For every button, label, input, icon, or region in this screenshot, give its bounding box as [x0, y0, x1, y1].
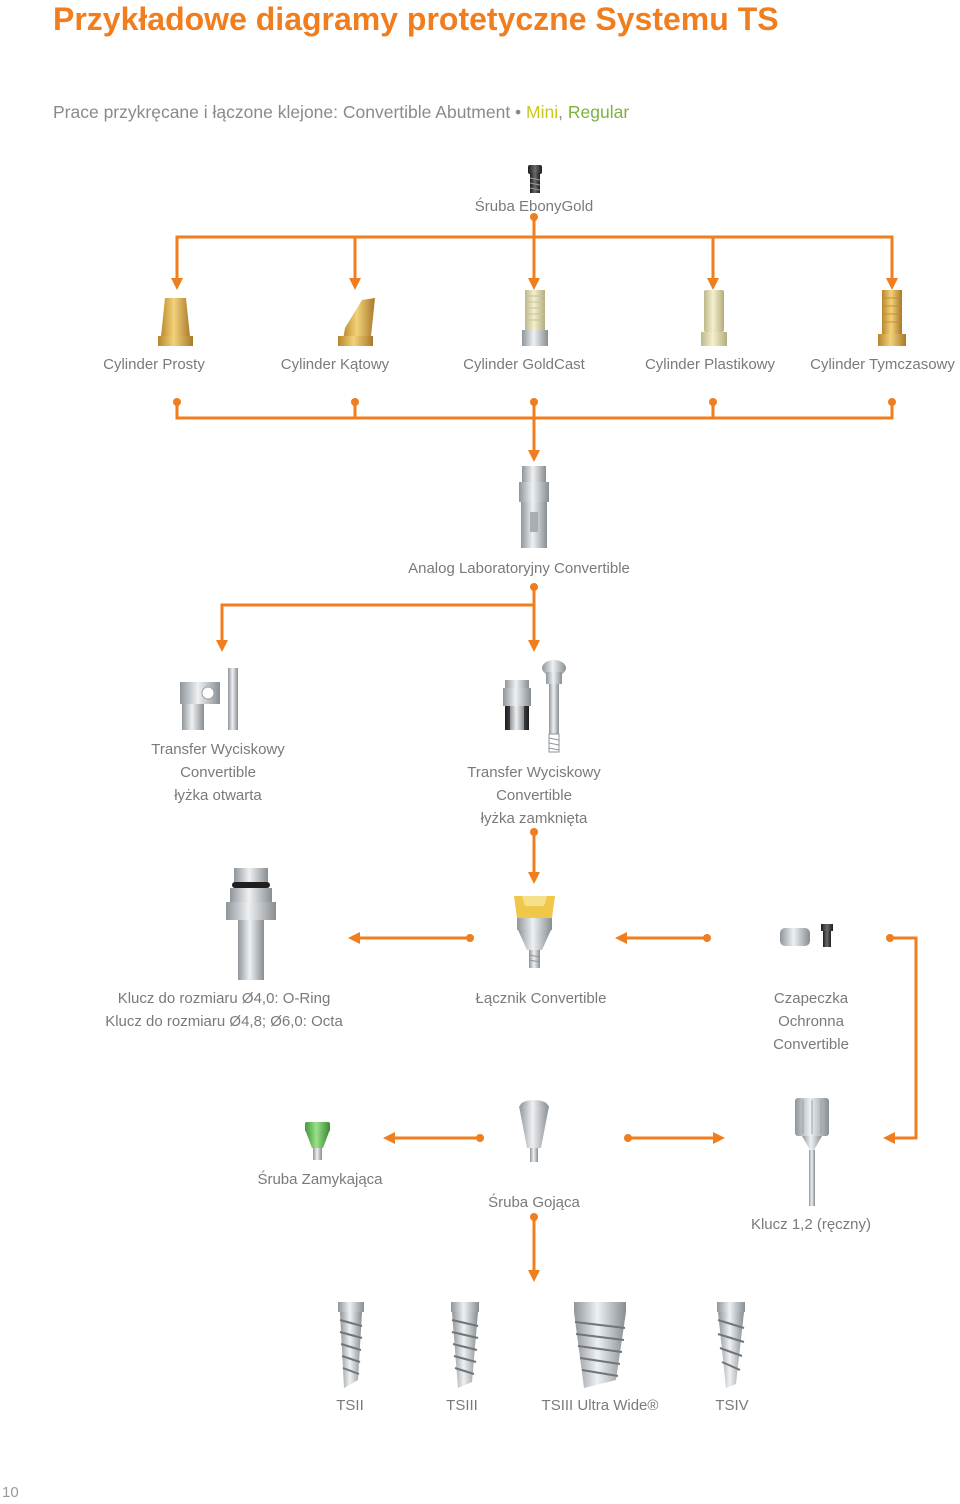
label-cylinder-goldcast: Cylinder GoldCast: [463, 356, 585, 373]
label-transfer-closed: Transfer Wyciskowy Convertible łyżka zam…: [454, 761, 614, 830]
cylinder-temporary-image: [878, 290, 906, 346]
convertible-connector-image: [514, 896, 555, 968]
connector-arrows: [171, 278, 898, 1282]
label-transfer-open-line2: Convertible: [180, 764, 256, 781]
label-transfer-open-line3: łyżka otwarta: [174, 787, 262, 804]
cover-screw-image: [305, 1122, 330, 1160]
label-size-key-line2: Klucz do rozmiaru Ø4,8; Ø6,0: Octa: [105, 1013, 343, 1030]
implant-tsiii-ultra-wide-image: [574, 1302, 626, 1388]
transfer-open-image: [180, 668, 238, 730]
label-lab-analog: Analog Laboratoryjny Convertible: [408, 560, 630, 577]
cylinder-angled-image: [338, 298, 375, 346]
page-title: Przykładowe diagramy protetyczne Systemu…: [53, 1, 779, 37]
subtitle-regular: Regular: [567, 102, 630, 122]
label-protective-cap-line3: Convertible: [773, 1036, 849, 1053]
label-transfer-closed-line3: łyżka zamknięta: [480, 810, 588, 827]
label-protective-cap: Czapeczka Ochronna Convertible: [736, 987, 886, 1056]
label-size-key: Klucz do rozmiaru Ø4,0: O-Ring Klucz do …: [84, 987, 364, 1033]
transfer-closed-image: [503, 660, 566, 753]
label-size-key-line1: Klucz do rozmiaru Ø4,0: O-Ring: [117, 990, 331, 1007]
label-convertible-connector: Łącznik Convertible: [475, 990, 607, 1007]
label-protective-cap-line2: Ochronna: [778, 1013, 844, 1030]
cylinder-plastic-image: [701, 290, 727, 346]
connector-lines: [175, 215, 918, 1274]
ebonygold-screw-image: [528, 165, 542, 193]
subtitle-bullet: •: [510, 102, 527, 122]
label-implant-tsiv: TSIV: [715, 1397, 749, 1414]
implant-tsiv-image: [717, 1302, 745, 1388]
label-cylinder-temporary: Cylinder Tymczasowy: [810, 356, 955, 373]
label-cover-screw: Śruba Zamykająca: [257, 1171, 383, 1188]
label-hand-key: Klucz 1,2 (ręczny): [750, 1216, 872, 1233]
hand-key-image: [795, 1098, 829, 1206]
label-protective-cap-line1: Czapeczka: [773, 990, 849, 1007]
page-subtitle: Prace przykręcane i łączone klejone: Con…: [53, 102, 629, 123]
label-cylinder-straight: Cylinder Prosty: [103, 356, 205, 373]
page-number: 10: [2, 1484, 19, 1501]
implant-tsiii-image: [451, 1302, 479, 1388]
connector-dots: [173, 213, 896, 1221]
cylinder-straight-image: [158, 298, 193, 346]
cylinder-goldcast-image: [522, 290, 548, 346]
label-transfer-closed-line2: Convertible: [496, 787, 572, 804]
label-cylinder-plastic: Cylinder Plastikowy: [644, 356, 776, 373]
label-implant-tsiii: TSIII: [446, 1397, 478, 1414]
healing-screw-image: [519, 1100, 549, 1162]
label-transfer-open-line1: Transfer Wyciskowy: [151, 741, 285, 758]
subtitle-mini: Mini: [526, 102, 559, 122]
label-cylinder-angled: Cylinder Kątowy: [280, 356, 390, 373]
label-implant-tsii: TSII: [336, 1397, 364, 1414]
subtitle-separator: ,: [558, 102, 568, 122]
label-healing-screw: Śruba Gojąca: [488, 1194, 580, 1211]
protective-cap-image: [780, 924, 833, 947]
label-ebonygold-screw: Śruba EbonyGold: [474, 198, 594, 215]
lab-analog-image: [519, 466, 549, 548]
label-implant-tsiii-ultra-wide: TSIII Ultra Wide®: [541, 1397, 659, 1414]
subtitle-main: Prace przykręcane i łączone klejone: Con…: [53, 102, 511, 122]
label-transfer-open: Transfer Wyciskowy Convertible łyżka otw…: [138, 738, 298, 807]
implant-tsii-image: [338, 1302, 364, 1388]
size-key-image: [226, 868, 276, 980]
label-transfer-closed-line1: Transfer Wyciskowy: [467, 764, 601, 781]
